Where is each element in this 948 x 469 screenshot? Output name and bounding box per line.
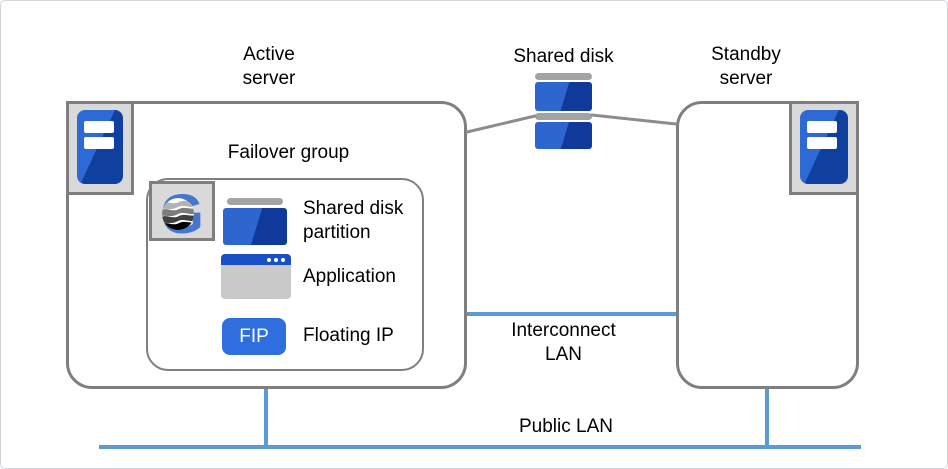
server-icon [789,101,859,195]
floating-ip-badge: FIP [222,318,286,355]
cluster-logo-icon: G [149,181,215,241]
server-tower-icon [800,110,848,184]
active-to-public-lan-line [264,389,268,447]
shared-disk-partition-label: Shared disk partition [303,198,404,243]
public-lan-line [99,445,861,449]
failover-group-label: Failover group [227,142,350,163]
application-label: Application [303,266,396,287]
public-lan-label: Public LAN [519,416,613,437]
disk-to-active-connector [465,114,537,134]
shared-disk-label: Shared disk [513,46,614,67]
floating-ip-label: Floating IP [303,325,394,346]
fip-badge-text: FIP [239,325,269,347]
application-icon [221,254,291,299]
standby-to-public-lan-line [765,389,769,447]
active-server-label: Active server [242,44,296,89]
standby-server-label: Standby server [711,44,781,89]
server-icon [66,101,134,195]
interconnect-lan-line [467,312,676,316]
server-tower-icon [77,110,123,184]
disk-to-standby-connector [590,113,678,126]
interconnect-lan-label: Interconnect LAN [511,320,616,365]
